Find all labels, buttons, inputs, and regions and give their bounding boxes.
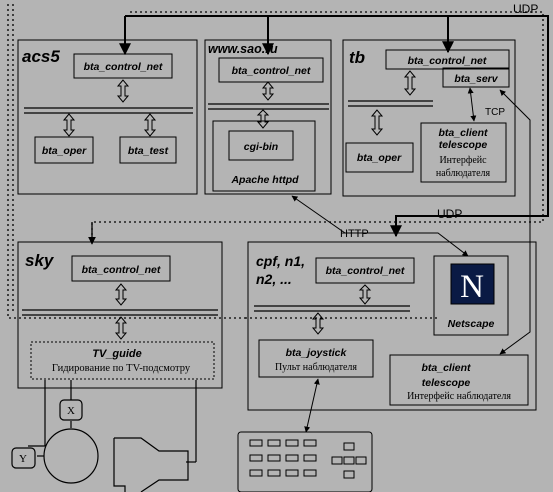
tb-serv-box (442, 67, 510, 88)
acs5-control-net-label: bta_control_net (84, 61, 163, 73)
group-tb: tb bta_control_net bta_serv bta_oper bta… (342, 39, 516, 197)
bus-connector-arrows (62, 70, 417, 340)
sky-tvguide-label: TV_guide (92, 348, 142, 360)
group-cpf: cpf, n1, n2, ... bta_control_net N Netsc… (247, 241, 537, 411)
group-acs5-title: acs5 (22, 47, 60, 66)
joystick-panel-illustration (237, 431, 373, 492)
tb-serv-label: bta_serv (454, 73, 498, 85)
cpf-client-ru: Интерфейс наблюдателя (407, 391, 511, 402)
tb-client-label-2: telescope (439, 139, 488, 151)
sao-cgi-label: cgi-bin (244, 141, 278, 153)
acs5-test-label: bta_test (128, 145, 169, 157)
http-label: HTTP (340, 228, 369, 240)
acs5-control-net-box (73, 53, 173, 79)
cpf-netscape-box (433, 255, 509, 336)
cpf-control-net-label: bta_control_net (326, 265, 405, 277)
sao-cgi-box (228, 130, 294, 161)
acs5-oper-label: bta_oper (42, 145, 87, 157)
cpf-joystick-box (258, 339, 374, 378)
cpf-control-net-box (315, 257, 415, 284)
udp-top-bus (124, 15, 549, 236)
y-axis-box (11, 447, 36, 469)
cpf-netscape-label: Netscape (448, 318, 495, 330)
tb-client-label-1: bta_client (438, 127, 488, 139)
tb-oper-box (345, 142, 414, 173)
group-cpf-title-2: n2, ... (256, 271, 292, 287)
group-sky-title: sky (25, 251, 55, 270)
telescope-mount-illustration (11, 380, 197, 484)
group-sao-title: www.sao.ru (208, 42, 278, 56)
acs5-oper-box (34, 136, 94, 164)
y-axis-label: Y (19, 453, 27, 465)
udp-top-label: UDP (513, 2, 538, 16)
cpf-client-label-2: telescope (422, 377, 471, 389)
netscape-logo (450, 263, 495, 305)
tb-client-ru-2: наблюдателя (436, 168, 491, 179)
cpf-client-label-1: bta_client (421, 362, 471, 374)
acs5-test-box (119, 136, 177, 164)
connection-lines (291, 87, 531, 433)
tb-client-ru-1: Интерфейс (439, 155, 487, 166)
group-acs5: acs5 bta_control_net bta_oper bta_test (17, 39, 198, 195)
sao-apache-box (212, 120, 316, 192)
group-cpf-title-1: cpf, n1, (256, 253, 305, 269)
group-tb-title: tb (349, 48, 365, 67)
sao-control-net-label: bta_control_net (232, 65, 311, 77)
group-sky: sky bta_control_net TV_guide Гидирование… (17, 241, 223, 389)
tb-control-net-box (385, 49, 510, 70)
sky-tvguide-ru: Гидирование по TV-подсмотру (52, 363, 191, 374)
tb-control-net-label: bta_control_net (408, 55, 487, 67)
cpf-joystick-label: bta_joystick (286, 347, 348, 359)
cpf-client-box (389, 354, 529, 406)
sky-control-net-box (71, 255, 171, 282)
sao-control-net-box (218, 57, 324, 83)
x-axis-box (59, 399, 83, 421)
sao-apache-label: Apache httpd (230, 174, 299, 186)
udp-mid-label: UDP (437, 207, 462, 221)
netscape-logo-letter: N (460, 269, 484, 305)
sky-tvguide-box (30, 341, 215, 380)
tv-monitor-illustration (113, 437, 189, 492)
tb-oper-label: bta_oper (357, 152, 402, 164)
cpf-joystick-ru: Пульт наблюдателя (275, 362, 357, 373)
group-sao: www.sao.ru bta_control_net cgi-bin Apach… (204, 39, 332, 195)
x-axis-label: X (67, 405, 75, 417)
tcp-label: TCP (485, 107, 505, 118)
sky-control-net-label: bta_control_net (82, 264, 161, 276)
